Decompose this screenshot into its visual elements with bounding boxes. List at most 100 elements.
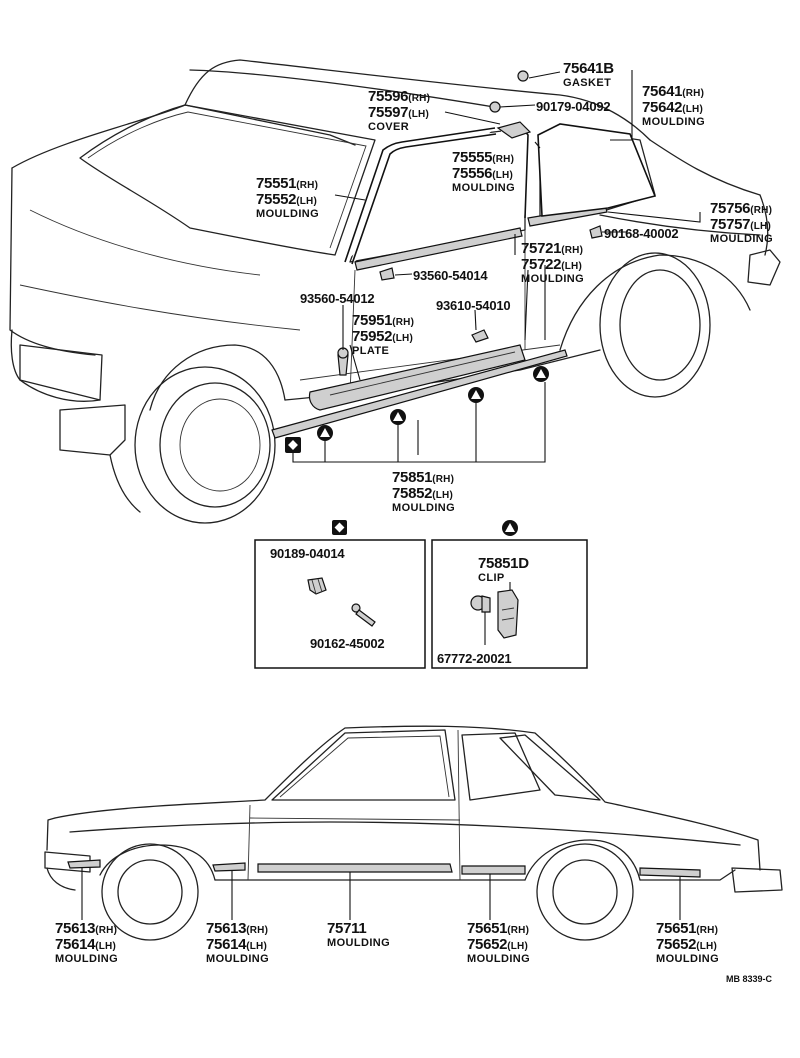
windshield-caption: MOULDING <box>256 208 320 220</box>
quarter-window-callout: 75641(RH) 75642(LH) MOULDING <box>642 84 705 128</box>
front-fender-rear-moulding-callout: 75613(RH) 75614(LH) MOULDING <box>206 921 269 965</box>
detail-screw-1-callout: 90189-04014 <box>270 546 345 562</box>
gasket-part <box>517 70 529 82</box>
car-side-view <box>44 725 783 941</box>
clip-callout: 75851D CLIP <box>478 556 529 584</box>
plate-screw-callout: 93560-54012 <box>300 291 375 307</box>
plate-rh: 75951 <box>352 312 393 329</box>
quarter-window-lh: 75642 <box>642 99 683 116</box>
plate-lh: 75952 <box>352 328 393 345</box>
side-tag-lh: (LH) <box>696 941 718 952</box>
quarter-window-caption: MOULDING <box>642 116 706 128</box>
door-belt-callout: 75721(RH) 75722(LH) MOULDING <box>521 241 584 285</box>
front-fender-rear-lh: 75614 <box>206 936 247 953</box>
cover-caption: COVER <box>368 121 410 133</box>
door-belt-caption: MOULDING <box>521 273 585 285</box>
detail-screw-2-callout: 90162-45002 <box>310 636 385 652</box>
quarter-rear-lh: 75652 <box>656 936 697 953</box>
leader-lines <box>292 70 701 463</box>
clip-sub-callout: 67772-20021 <box>437 651 512 667</box>
reference-code: MB 8339-C <box>726 970 772 986</box>
cover-screw-callout: 90179-04092 <box>536 99 611 115</box>
reference-symbols <box>285 366 549 453</box>
side-tag-lh: (LH) <box>95 941 117 952</box>
side-tag-lh: (LH) <box>408 109 430 120</box>
detail-screw-2-part-number: 90162-45002 <box>310 636 385 651</box>
front-fender-rh: 75613 <box>55 920 96 937</box>
detail-screw-1-part-number: 90189-04014 <box>270 546 345 561</box>
quarter-front-lh: 75652 <box>467 936 508 953</box>
quarter-front-rh: 75651 <box>467 920 508 937</box>
door-belt-lh: 75722 <box>521 256 562 273</box>
quarter-window-rh: 75641 <box>642 83 683 100</box>
belt-screw-part-number: 93560-54014 <box>413 268 488 283</box>
side-tag-rh: (RH) <box>750 205 773 216</box>
side-tag-rh: (RH) <box>408 93 431 104</box>
reference-code-text: MB 8339-C <box>726 974 773 984</box>
door-moulding-part-number: 75711 <box>327 920 367 937</box>
quarter-belt-caption: MOULDING <box>710 233 774 245</box>
clip-sub-part-number: 67772-20021 <box>437 651 512 666</box>
side-tag-lh: (LH) <box>561 261 583 272</box>
rocker-screw-callout: 93610-54010 <box>436 298 511 314</box>
windshield-moulding-callout: 75551(RH) 75552(LH) MOULDING <box>256 176 319 220</box>
side-tag-rh: (RH) <box>507 925 530 936</box>
car-three-quarter-view <box>9 59 781 524</box>
rocker-caption: MOULDING <box>392 502 456 514</box>
side-tag-rh: (RH) <box>696 925 719 936</box>
rocker-screw-part-number: 93610-54010 <box>436 298 511 313</box>
quarter-belt-callout: 75756(RH) 75757(LH) MOULDING <box>710 201 773 245</box>
roof-drip-caption: MOULDING <box>452 182 516 194</box>
cover-lh: 75597 <box>368 104 409 121</box>
plate-screw-part-number: 93560-54012 <box>300 291 375 306</box>
side-tag-lh: (LH) <box>296 196 318 207</box>
side-tag-rh: (RH) <box>561 245 584 256</box>
front-fender-caption: MOULDING <box>55 953 119 965</box>
rocker-moulding-callout: 75851(RH) 75852(LH) MOULDING <box>392 470 455 514</box>
side-tag-lh: (LH) <box>682 104 704 115</box>
side-tag-lh: (LH) <box>392 333 414 344</box>
belt-screw-callout: 93560-54014 <box>413 268 488 284</box>
windshield-lh: 75552 <box>256 191 297 208</box>
side-tag-rh: (RH) <box>296 180 319 191</box>
side-tag-rh: (RH) <box>392 317 415 328</box>
roof-drip-rh: 75555 <box>452 149 493 166</box>
clip-caption: CLIP <box>478 572 505 584</box>
side-tag-rh: (RH) <box>95 925 118 936</box>
front-fender-lh: 75614 <box>55 936 96 953</box>
plate-callout: 75951(RH) 75952(LH) PLATE <box>352 313 414 357</box>
quarter-rear-rh: 75651 <box>656 920 697 937</box>
side-tag-lh: (LH) <box>246 941 268 952</box>
cover-screw-part <box>489 101 501 113</box>
rocker-lh: 75852 <box>392 485 433 502</box>
windshield-rh: 75551 <box>256 175 297 192</box>
quarter-rear-moulding-callout: 75651(RH) 75652(LH) MOULDING <box>656 921 719 965</box>
rocker-rh: 75851 <box>392 469 433 486</box>
plate-caption: PLATE <box>352 345 390 357</box>
side-tag-lh: (LH) <box>492 170 514 181</box>
side-tag-rh: (RH) <box>246 925 269 936</box>
gasket-caption: GASKET <box>563 77 612 89</box>
roof-drip-callout: 75555(RH) 75556(LH) MOULDING <box>452 150 515 194</box>
side-tag-lh: (LH) <box>507 941 529 952</box>
side-tag-lh: (LH) <box>750 221 772 232</box>
quarter-screw-callout: 90168-40002 <box>604 226 679 242</box>
detail-box-diamond <box>254 520 426 669</box>
cover-screw-part-number: 90179-04092 <box>536 99 611 114</box>
quarter-belt-lh: 75757 <box>710 216 751 233</box>
side-tag-rh: (RH) <box>432 474 455 485</box>
quarter-belt-rh: 75756 <box>710 200 751 217</box>
quarter-screw-part-number: 90168-40002 <box>604 226 679 241</box>
door-moulding-caption: MOULDING <box>327 937 391 949</box>
gasket-part-number: 75641B <box>563 60 614 77</box>
roof-drip-lh: 75556 <box>452 165 493 182</box>
cover-rh: 75596 <box>368 88 409 105</box>
clip-part-number: 75851D <box>478 555 529 572</box>
quarter-front-moulding-callout: 75651(RH) 75652(LH) MOULDING <box>467 921 530 965</box>
cover-callout: 75596(RH) 75597(LH) COVER <box>368 89 430 133</box>
quarter-front-caption: MOULDING <box>467 953 531 965</box>
quarter-rear-caption: MOULDING <box>656 953 720 965</box>
front-fender-moulding-callout: 75613(RH) 75614(LH) MOULDING <box>55 921 118 965</box>
